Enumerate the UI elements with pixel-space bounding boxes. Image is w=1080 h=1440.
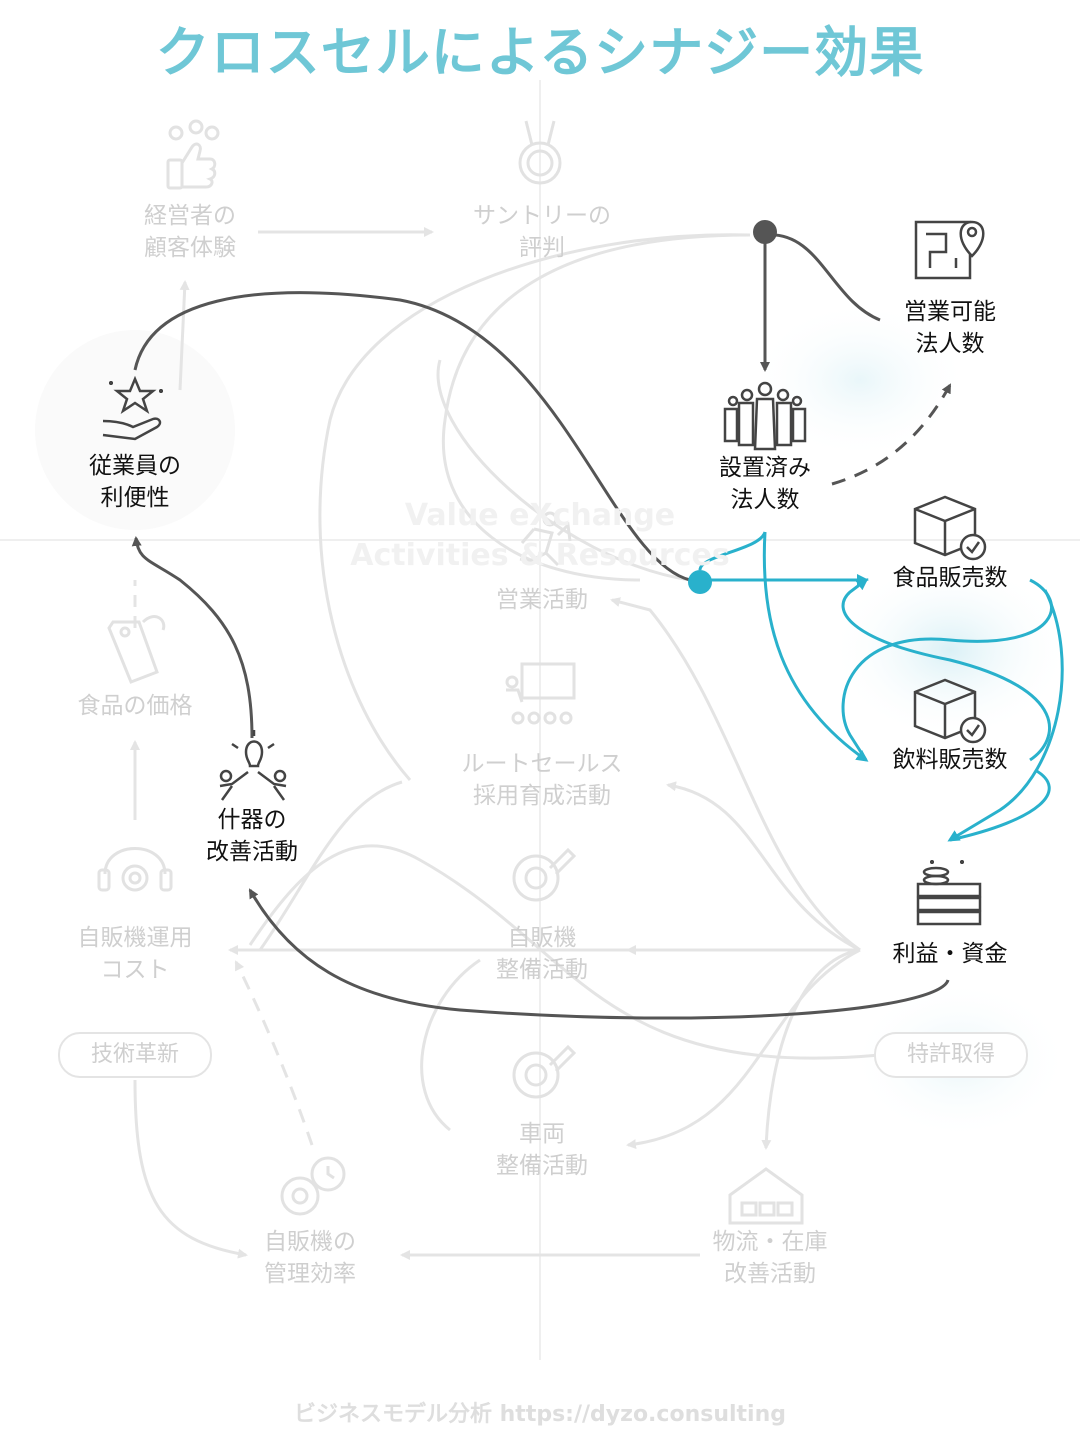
node-eigyo-kanou: 営業可能 法人数: [904, 299, 996, 357]
warehouse-icon: [728, 1167, 804, 1225]
gear-wrench-icon: [512, 847, 577, 902]
node-suntory: サントリーの 評判: [473, 203, 611, 261]
medal-icon: [518, 120, 562, 185]
node-setchi: 設置済み 法人数: [719, 455, 811, 513]
node-kanri: 自販機の 管理効率: [264, 1229, 356, 1287]
presentation-icon: [505, 662, 576, 725]
blue-arrows: [698, 531, 1064, 842]
price-tag-icon: [107, 615, 166, 684]
eigyo-kanou-source-dot: [753, 220, 777, 244]
dark-arrows: [131, 233, 952, 1020]
node-inryo-hanbai: 飲料販売数: [892, 747, 1008, 773]
node-rieki: 利益・資金: [892, 941, 1008, 967]
node-jihanki-seibi: 自販機 整備活動: [496, 925, 588, 983]
teamwork-idea-icon: [219, 730, 287, 801]
page-title: クロスセルによるシナジー効果: [155, 21, 925, 84]
gear-clock-icon: [280, 1156, 346, 1216]
map-pin-icon: [914, 220, 985, 280]
dim-arrows: [130, 227, 881, 1260]
node-shokuhin-kakaku: 食品の価格: [77, 693, 193, 719]
box-check-icon: [913, 678, 987, 744]
footer-credit: ビジネスモデル分析 https://dyzo.consulting: [293, 1402, 786, 1427]
thumbs-up-emoji-icon: [166, 119, 220, 190]
money-stack-icon: [916, 860, 982, 926]
business-team-icon: [723, 381, 807, 451]
node-juugyoin: 従業員の 利便性: [89, 453, 181, 511]
node-gijutsu: 技術革新: [58, 1032, 212, 1078]
box-check-icon: [913, 495, 987, 561]
running-person-icon: [519, 511, 572, 567]
node-tokkyo: 特許取得: [874, 1032, 1028, 1078]
gear-wrench-icon: [512, 1044, 577, 1099]
hand-star-icon: [102, 375, 163, 441]
shokuhin-source-dot: [688, 570, 712, 594]
node-eigyo-katsudo: 営業活動: [496, 587, 588, 613]
node-shokuhin-hanbai: 食品販売数: [892, 565, 1008, 591]
node-juuki: 什器の 改善活動: [206, 807, 298, 865]
node-route: ルートセールス 採用育成活動: [461, 751, 623, 809]
node-sharyo: 車両 整備活動: [496, 1121, 588, 1179]
node-keiei: 経営者の 顧客体験: [144, 203, 236, 261]
node-butsuryu: 物流・在庫 改善活動: [712, 1229, 828, 1287]
node-jihanki-unyou: 自販機運用 コスト: [77, 925, 193, 983]
watermark-text: Value eXchange Activities & Resources: [350, 498, 730, 573]
headset-gear-icon: [97, 847, 173, 892]
background-glows: [35, 300, 1070, 1140]
